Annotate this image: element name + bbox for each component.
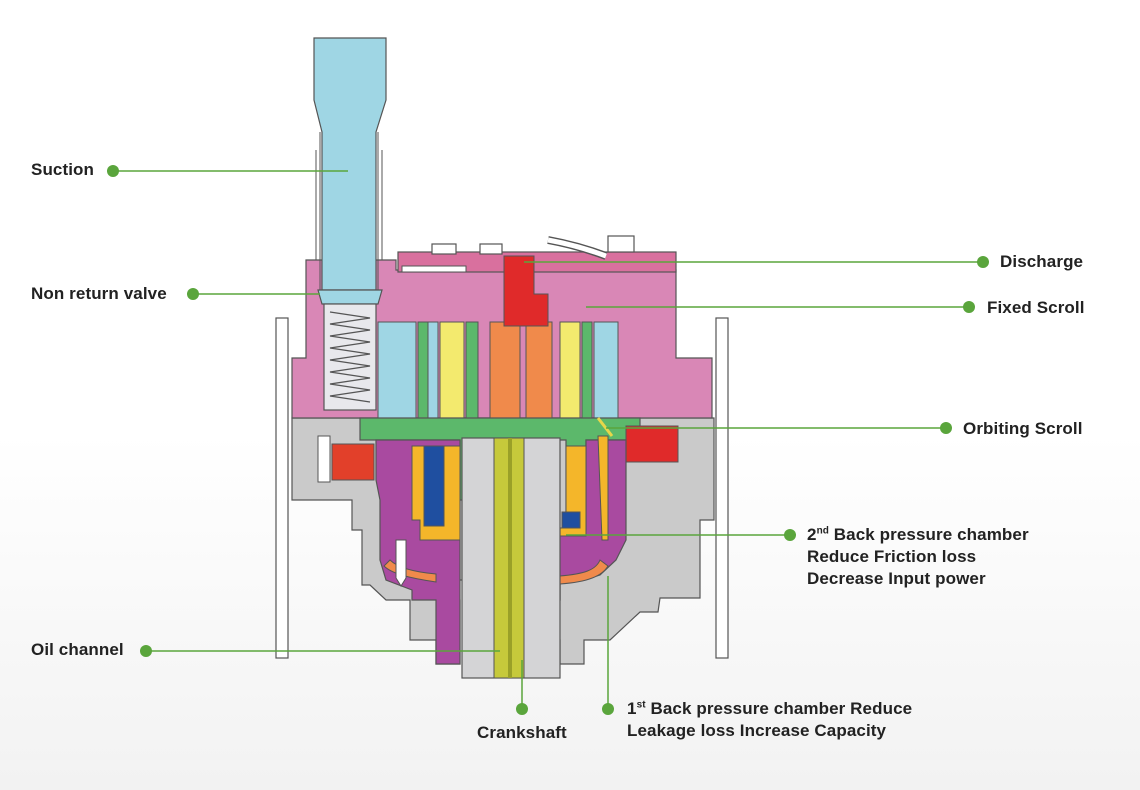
label-oil-channel: Oil channel <box>31 640 124 659</box>
spring <box>329 311 371 403</box>
leader-lines <box>107 165 989 715</box>
blue-seal-right <box>561 511 581 529</box>
blue-seal-left <box>423 445 445 527</box>
suction-tube <box>313 37 387 291</box>
label-suction: Suction <box>31 160 95 179</box>
label-first-back-pressure: 1st Back pressure chamber Reduce Leakage… <box>627 699 913 740</box>
outer-shell <box>275 317 729 659</box>
label-crankshaft: Crankshaft <box>477 723 567 742</box>
label-second-back-pressure: 2nd Back pressure chamber Reduce Frictio… <box>807 525 1029 588</box>
discharge-port <box>503 255 549 327</box>
label-orbiting-scroll: Orbiting Scroll <box>963 419 1083 438</box>
scroll-wraps <box>377 321 619 419</box>
label-discharge: Discharge <box>1000 252 1084 271</box>
red-seal-right <box>625 425 679 463</box>
label-non-return-valve: Non return valve <box>31 284 167 303</box>
bolts <box>431 235 635 255</box>
red-seal-left <box>331 443 375 481</box>
valve-head <box>317 289 383 305</box>
label-fixed-scroll: Fixed Scroll <box>987 298 1085 317</box>
top-slot <box>401 265 467 273</box>
